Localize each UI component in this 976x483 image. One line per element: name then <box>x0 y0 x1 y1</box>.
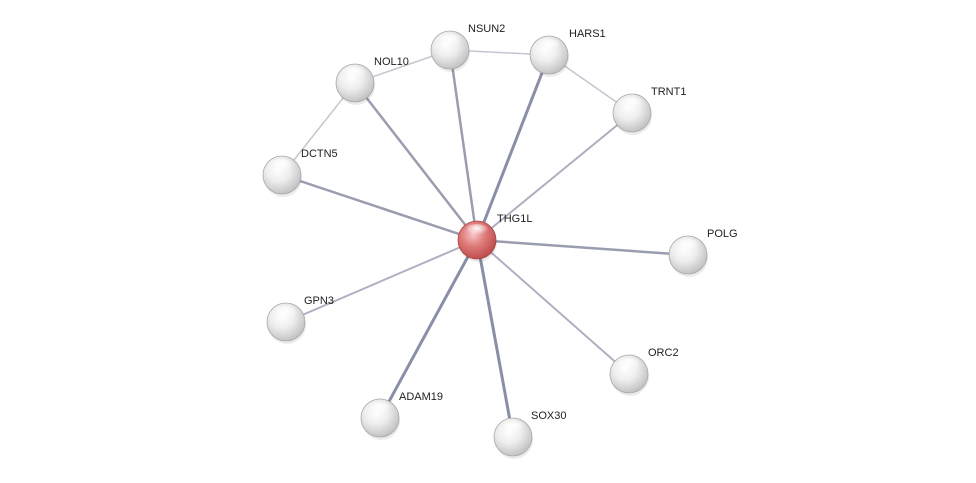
node-highlight <box>501 421 525 435</box>
edge-thg1l-hars1 <box>475 54 551 241</box>
node-label-orc2: ORC2 <box>648 347 679 359</box>
edge-thg1l-sox30 <box>475 239 515 438</box>
edge-thg1l-nsun2 <box>448 49 479 241</box>
node-label-dctn5: DCTN5 <box>301 148 338 160</box>
edge-thg1l-orc2 <box>476 239 630 375</box>
node-adam19[interactable]: ADAM19 <box>360 391 443 440</box>
node-label-sox30: SOX30 <box>531 410 566 422</box>
node-nsun2[interactable]: NSUN2 <box>430 23 505 72</box>
node-trnt1[interactable]: TRNT1 <box>612 86 686 135</box>
node-thg1l[interactable]: THG1L <box>457 213 532 262</box>
node-dctn5[interactable]: DCTN5 <box>262 148 338 197</box>
node-highlight <box>465 224 489 238</box>
node-gpn3[interactable]: GPN3 <box>266 295 334 344</box>
node-highlight <box>438 34 462 48</box>
node-label-nol10: NOL10 <box>374 56 409 68</box>
node-highlight <box>537 39 561 53</box>
node-orc2[interactable]: ORC2 <box>609 347 679 396</box>
node-sox30[interactable]: SOX30 <box>493 410 566 459</box>
edge-thg1l-polg <box>476 238 689 257</box>
edge-thg1l-trnt1 <box>476 112 633 241</box>
edge-thg1l-gpn3 <box>285 239 478 323</box>
node-highlight <box>620 97 644 111</box>
node-highlight <box>368 402 392 416</box>
node-label-thg1l: THG1L <box>497 213 532 225</box>
node-label-gpn3: GPN3 <box>304 295 334 307</box>
node-label-polg: POLG <box>707 228 738 240</box>
node-highlight <box>676 239 700 253</box>
node-polg[interactable]: POLG <box>668 228 738 277</box>
edge-thg1l-dctn5 <box>281 173 478 242</box>
node-label-trnt1: TRNT1 <box>651 86 686 98</box>
node-label-adam19: ADAM19 <box>399 391 443 403</box>
node-highlight <box>274 306 298 320</box>
edge-thg1l-nol10 <box>354 82 478 241</box>
node-label-nsun2: NSUN2 <box>468 23 505 35</box>
node-label-hars1: HARS1 <box>569 28 606 40</box>
edge-nol10-dctn5 <box>281 82 356 176</box>
node-highlight <box>270 159 294 173</box>
node-nol10[interactable]: NOL10 <box>335 56 409 105</box>
node-hars1[interactable]: HARS1 <box>529 28 606 77</box>
node-highlight <box>343 67 367 81</box>
edge-thg1l-adam19 <box>378 239 479 419</box>
node-highlight <box>617 358 641 372</box>
